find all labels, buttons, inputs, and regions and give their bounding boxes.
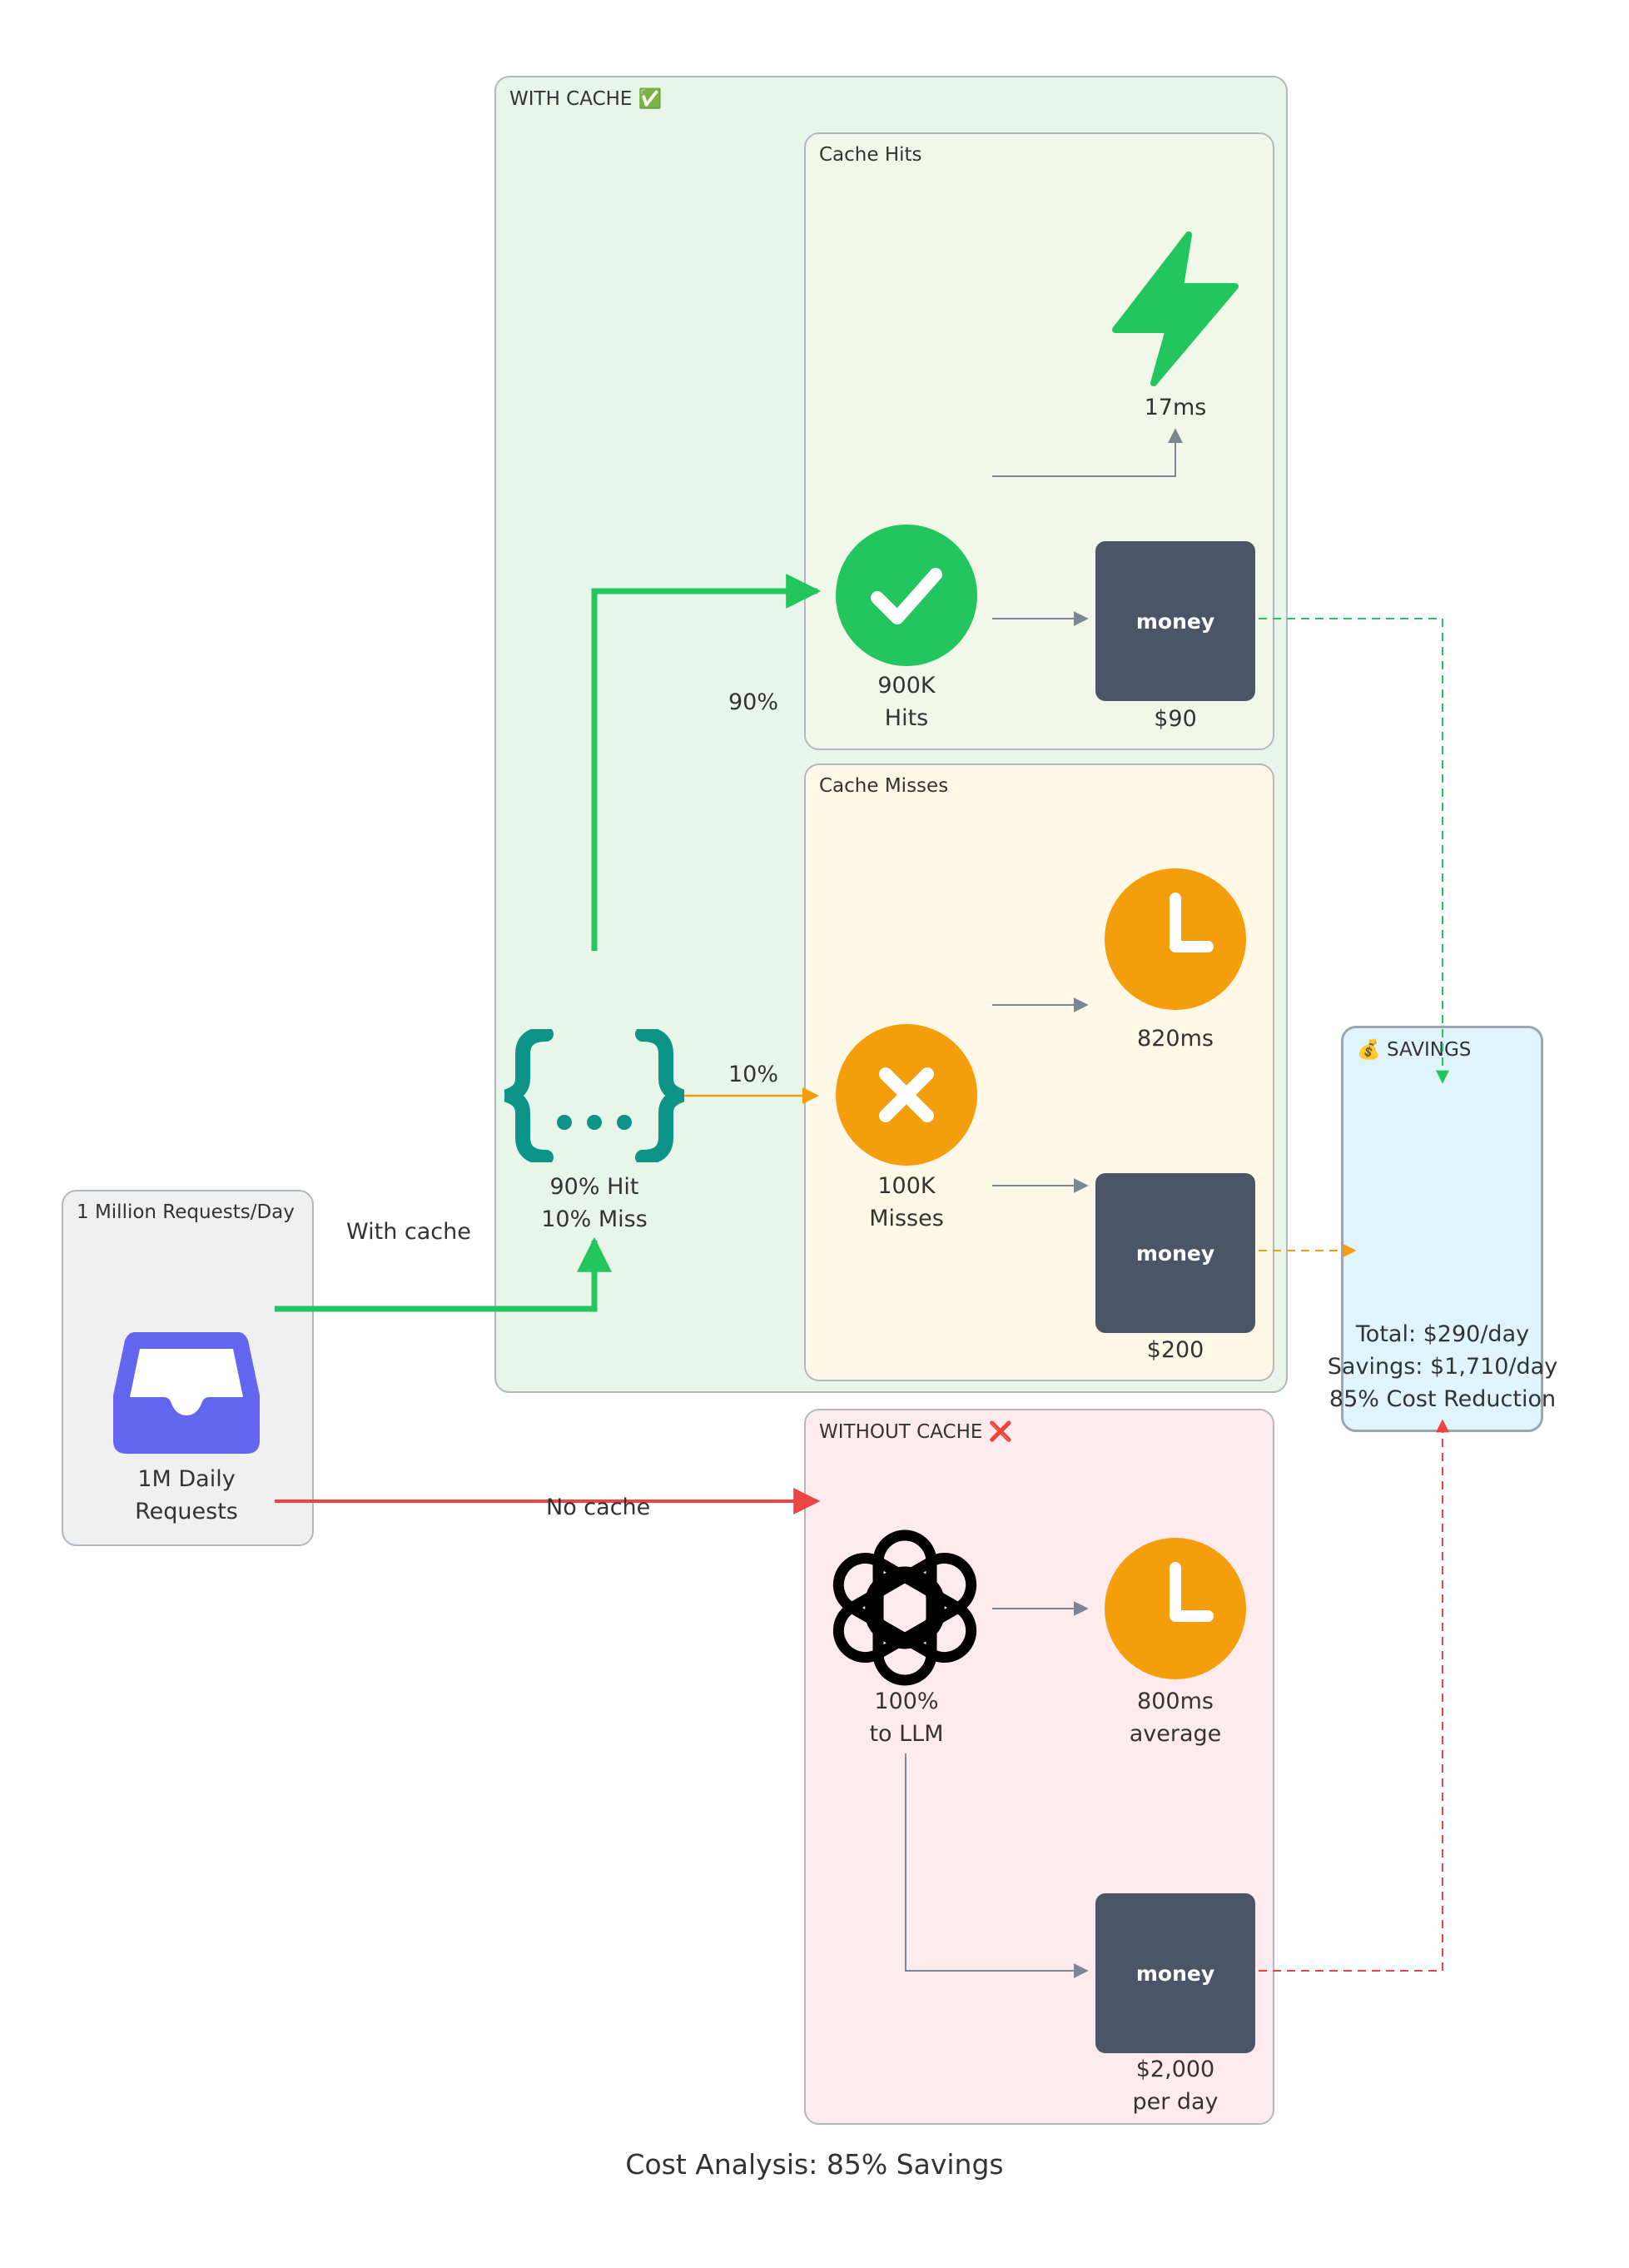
savings-title: 💰 SAVINGS bbox=[1357, 1039, 1472, 1061]
llm-label: 100% to LLM bbox=[869, 1689, 944, 1747]
llm-cost-money-icon: money bbox=[1095, 1893, 1255, 2053]
edge-llm-savings bbox=[1259, 1419, 1449, 1972]
without-cache-title: WITHOUT CACHE ❌ bbox=[819, 1421, 1013, 1443]
hit-cost-label: $90 bbox=[1154, 706, 1197, 732]
miss-latency-label: 820ms bbox=[1137, 1026, 1214, 1052]
requests-title: 1 Million Requests/Day bbox=[77, 1201, 295, 1223]
lightning-icon bbox=[1112, 231, 1239, 386]
miss-cost-label: $200 bbox=[1146, 1337, 1204, 1363]
edge-label-miss-pct: 10% bbox=[728, 1062, 779, 1087]
edge-label-no-cache: No cache bbox=[546, 1495, 651, 1520]
check-circle-icon bbox=[836, 525, 977, 666]
edge-hit-savings bbox=[1259, 618, 1449, 1084]
edge-with-cache bbox=[275, 1236, 612, 1312]
diagram-caption: Cost Analysis: 85% Savings bbox=[625, 2148, 1004, 2181]
llm-clock-icon bbox=[1105, 1538, 1246, 1679]
edge-hits bbox=[591, 574, 822, 951]
savings-summary: Total: $290/day Savings: $1,710/day 85% … bbox=[1327, 1321, 1558, 1412]
requests-label: 1M Daily Requests bbox=[135, 1466, 238, 1524]
edge-label-hit-pct: 90% bbox=[728, 689, 779, 715]
edge-llm-cost bbox=[905, 1753, 1089, 1978]
hit-latency-label: 17ms bbox=[1144, 395, 1207, 420]
miss-cost-money-icon: money bbox=[1095, 1173, 1255, 1333]
hits-label: 900K Hits bbox=[877, 673, 936, 731]
llm-cost-label: $2,000 per day bbox=[1132, 2057, 1219, 2115]
openai-logo-icon bbox=[832, 1529, 977, 1686]
x-circle-icon bbox=[836, 1024, 977, 1166]
savings-group: 💰 SAVINGS bbox=[1341, 1026, 1543, 1432]
inbox-icon bbox=[113, 1332, 260, 1454]
edge-hit-latency bbox=[992, 428, 1183, 477]
hit-cost-money-icon: money bbox=[1095, 541, 1255, 701]
llm-latency-label: 800ms average bbox=[1129, 1689, 1222, 1747]
cache-router-label: 90% Hit 10% Miss bbox=[541, 1174, 648, 1232]
miss-clock-icon bbox=[1105, 868, 1246, 1010]
braces-icon bbox=[504, 1029, 684, 1162]
edge-label-with-cache: With cache bbox=[346, 1219, 471, 1245]
misses-label: 100K Misses bbox=[869, 1173, 944, 1231]
with-cache-title: WITH CACHE ✅ bbox=[509, 88, 663, 110]
cache-hits-title: Cache Hits bbox=[819, 144, 922, 166]
cache-misses-title: Cache Misses bbox=[819, 775, 949, 797]
